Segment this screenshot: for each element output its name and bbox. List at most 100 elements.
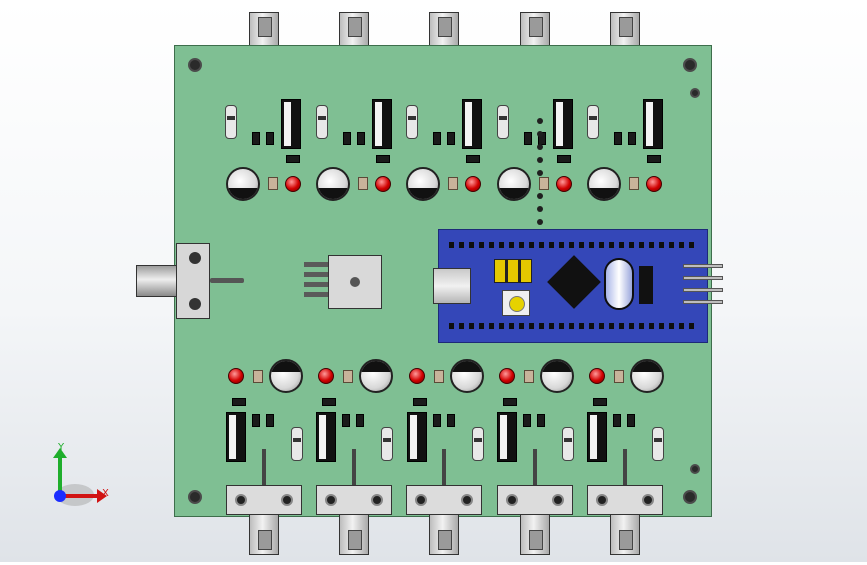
smd-part: [356, 414, 364, 427]
smd-part: [286, 155, 300, 163]
capacitor[interactable]: [316, 167, 350, 201]
bottom-connector-4[interactable]: [497, 449, 573, 565]
bottom-connector-5[interactable]: [587, 449, 663, 565]
smd-part: [357, 132, 365, 145]
connector-flange: [406, 485, 482, 515]
capacitor[interactable]: [359, 359, 393, 393]
smd-part: [613, 414, 621, 427]
axis-triad[interactable]: Y X: [48, 440, 118, 510]
diode[interactable]: [562, 416, 574, 472]
diode[interactable]: [406, 94, 418, 150]
capacitor[interactable]: [497, 167, 531, 201]
capacitor[interactable]: [630, 359, 664, 393]
smd-part: [614, 132, 622, 145]
diode[interactable]: [381, 416, 393, 472]
y-axis-arrow: [53, 448, 67, 496]
resistor: [253, 370, 263, 383]
ic-chip[interactable]: [587, 412, 607, 462]
z-axis-origin: [54, 490, 66, 502]
mcu-chip[interactable]: [547, 255, 601, 309]
diode[interactable]: [291, 416, 303, 472]
smd-part: [413, 398, 427, 406]
x-axis-label: X: [102, 488, 109, 499]
capacitor[interactable]: [450, 359, 484, 393]
regulator-leads: [304, 258, 330, 304]
ic-chip[interactable]: [316, 412, 336, 462]
pin-row-top: [449, 242, 699, 248]
ic-chip[interactable]: [407, 412, 427, 462]
smd-part: [447, 132, 455, 145]
smd-part: [628, 132, 636, 145]
ic-chip[interactable]: [462, 99, 482, 149]
capacitor[interactable]: [587, 167, 621, 201]
bottom-connector-3[interactable]: [406, 449, 482, 565]
pin-row-bottom: [449, 323, 699, 329]
connector-body: [610, 509, 640, 555]
connector-flange: [587, 485, 663, 515]
diode[interactable]: [652, 416, 664, 472]
smd-part: [342, 414, 350, 427]
mount-hole: [683, 490, 697, 504]
mount-hole: [683, 58, 697, 72]
crystal-oscillator: [604, 258, 634, 310]
smd-part: [639, 266, 653, 304]
boot-jumper[interactable]: [494, 259, 532, 283]
capacitor[interactable]: [269, 359, 303, 393]
smd-part: [322, 398, 336, 406]
smd-part: [266, 414, 274, 427]
smd-part: [647, 155, 661, 163]
connector-flange: [497, 485, 573, 515]
connector-body: [249, 509, 279, 555]
status-led[interactable]: [285, 176, 301, 192]
smd-part: [433, 414, 441, 427]
smd-part: [593, 398, 607, 406]
smd-part: [433, 132, 441, 145]
mount-hole: [690, 464, 700, 474]
diode[interactable]: [316, 94, 328, 150]
status-led[interactable]: [499, 368, 515, 384]
bottom-connector-2[interactable]: [316, 449, 392, 565]
ic-chip[interactable]: [553, 99, 573, 149]
status-led[interactable]: [375, 176, 391, 192]
smd-part: [376, 155, 390, 163]
status-led[interactable]: [465, 176, 481, 192]
pin-header[interactable]: [683, 262, 723, 312]
resistor: [448, 177, 458, 190]
ic-chip[interactable]: [497, 412, 517, 462]
resistor: [524, 370, 534, 383]
ic-chip[interactable]: [372, 99, 392, 149]
smd-part: [557, 155, 571, 163]
mount-hole: [690, 88, 700, 98]
connector-flange: [226, 485, 302, 515]
capacitor[interactable]: [406, 167, 440, 201]
dc-barrel-jack[interactable]: [136, 243, 244, 319]
ic-chip[interactable]: [226, 412, 246, 462]
smd-part: [503, 398, 517, 406]
connector-body: [429, 509, 459, 555]
capacitor[interactable]: [540, 359, 574, 393]
connector-body: [339, 509, 369, 555]
status-led[interactable]: [556, 176, 572, 192]
resistor: [629, 177, 639, 190]
diode[interactable]: [472, 416, 484, 472]
diode[interactable]: [587, 94, 599, 150]
bottom-connector-1[interactable]: [226, 449, 302, 565]
diode[interactable]: [497, 94, 509, 150]
mcu-module[interactable]: [433, 229, 708, 343]
ic-chip[interactable]: [281, 99, 301, 149]
status-led[interactable]: [589, 368, 605, 384]
status-led[interactable]: [318, 368, 334, 384]
status-led[interactable]: [228, 368, 244, 384]
status-led[interactable]: [409, 368, 425, 384]
diode[interactable]: [225, 94, 237, 150]
barrel-lead: [210, 278, 244, 283]
status-led[interactable]: [646, 176, 662, 192]
smd-part: [266, 132, 274, 145]
ic-chip[interactable]: [643, 99, 663, 149]
usb-port[interactable]: [433, 268, 471, 304]
reset-button[interactable]: [502, 290, 530, 316]
resistor: [614, 370, 624, 383]
voltage-regulator[interactable]: [328, 255, 382, 309]
capacitor[interactable]: [226, 167, 260, 201]
